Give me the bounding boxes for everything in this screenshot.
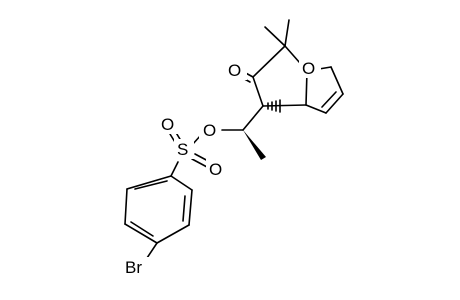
methyl-bond bbox=[284, 19, 290, 47]
ester-oxygen-label: O bbox=[203, 121, 216, 140]
ring-bond bbox=[124, 188, 128, 225]
alkene-double-bond bbox=[325, 93, 344, 114]
sulfonyl-oxygen-bottom-label: O bbox=[209, 160, 222, 179]
ring-bond bbox=[252, 45, 286, 78]
c-c-bond bbox=[242, 105, 264, 131]
hashed-wedge-bond bbox=[267, 99, 281, 113]
bridge-oxygen-mask bbox=[299, 58, 321, 78]
ketone-oxygen-mask bbox=[225, 60, 247, 80]
ring-bond bbox=[188, 189, 193, 226]
methyl-wedge-bond bbox=[243, 130, 266, 160]
ring-inner-bond bbox=[130, 221, 154, 237]
ring-bond bbox=[156, 224, 190, 244]
ring-bond bbox=[252, 76, 264, 107]
bridge-bond bbox=[305, 104, 327, 114]
ring-bond bbox=[262, 104, 307, 107]
ring-inner-bond bbox=[182, 195, 186, 222]
bromine-mask bbox=[124, 257, 150, 277]
benzene-ring bbox=[124, 175, 193, 244]
ring-bond bbox=[124, 223, 158, 244]
bromine-label: Br bbox=[125, 258, 142, 277]
s-o-double-bond bbox=[191, 158, 208, 168]
ring-bond bbox=[170, 175, 193, 191]
ring-bond bbox=[126, 175, 172, 190]
c-br-bond bbox=[146, 242, 158, 259]
sulfonyl-oxygen-bottom-mask bbox=[206, 159, 228, 179]
alkene-double-bond bbox=[321, 91, 337, 108]
methyl-bond bbox=[264, 26, 286, 47]
sulfur-mask bbox=[174, 139, 194, 159]
ester-oxygen-mask bbox=[199, 120, 221, 140]
bridge-oxygen-label: O bbox=[302, 59, 315, 78]
c-s-bond bbox=[170, 161, 179, 177]
alkene-bond bbox=[330, 66, 344, 95]
sulfonyl-oxygen-top-label: O bbox=[161, 115, 174, 134]
ring-inner-bond bbox=[134, 180, 168, 190]
sulfonyl-oxygen-top-mask bbox=[158, 114, 180, 134]
ketone-oxygen-label: O bbox=[228, 61, 241, 80]
sulfur-label: S bbox=[177, 140, 188, 159]
